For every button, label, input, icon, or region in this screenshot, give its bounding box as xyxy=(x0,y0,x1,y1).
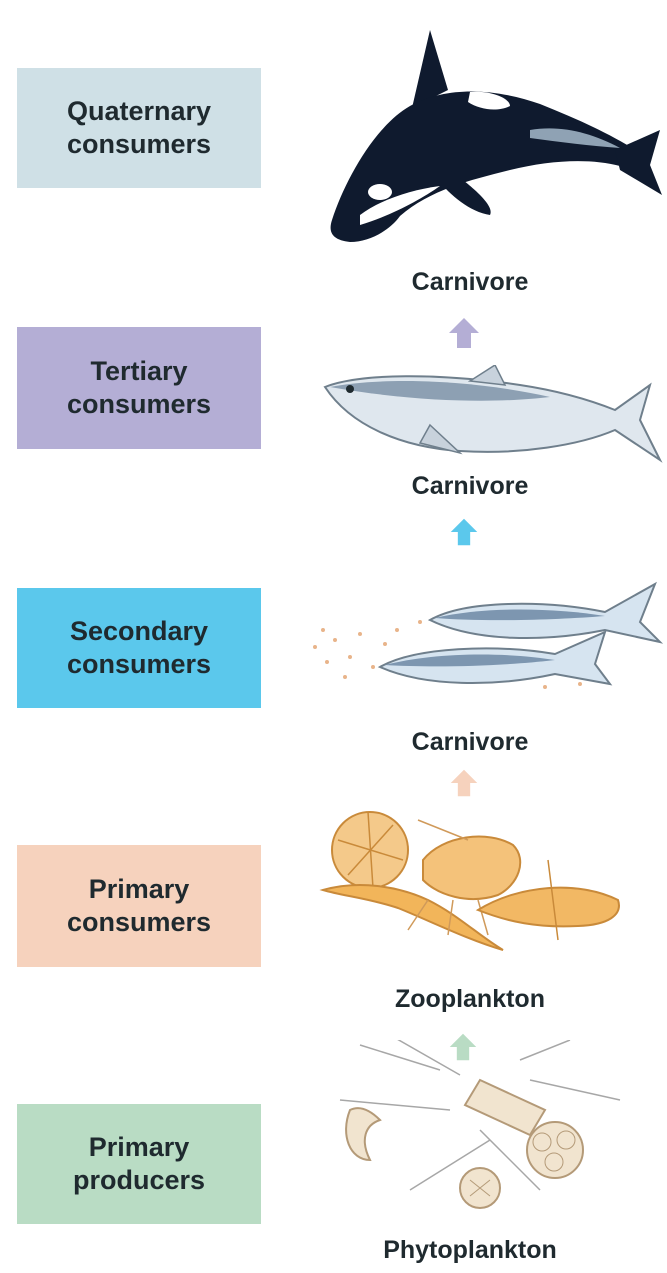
level-label-line1: Primary xyxy=(67,873,211,906)
level-label-line1: Tertiary xyxy=(67,355,211,388)
level-label-line2: producers xyxy=(73,1164,205,1197)
level-box-secondary-consumers: Secondary consumers xyxy=(17,588,261,708)
level-label-line1: Primary xyxy=(73,1131,205,1164)
phytoplankton-icon xyxy=(330,1040,630,1220)
level-box-primary-producers: Primary producers xyxy=(17,1104,261,1224)
zooplankton-icon xyxy=(318,800,633,960)
level-label-line1: Quaternary xyxy=(67,95,211,128)
up-arrow-icon xyxy=(449,768,479,798)
level-label-line2: consumers xyxy=(67,388,211,421)
level-label-line2: consumers xyxy=(67,906,211,939)
organism-label-zooplankton: Zooplankton xyxy=(320,985,620,1014)
up-arrow-icon xyxy=(447,316,481,350)
small-fish-icon xyxy=(305,572,665,702)
level-label-line2: consumers xyxy=(67,648,211,681)
organism-label-small-fish: Carnivore xyxy=(320,728,620,757)
up-arrow-icon xyxy=(447,517,481,547)
orca-icon xyxy=(320,20,665,255)
level-box-tertiary-consumers: Tertiary consumers xyxy=(17,327,261,449)
organism-label-tuna: Carnivore xyxy=(320,472,620,501)
organism-label-phytoplankton: Phytoplankton xyxy=(320,1236,620,1265)
level-box-primary-consumers: Primary consumers xyxy=(17,845,261,967)
level-label-line1: Secondary xyxy=(67,615,211,648)
organism-label-orca: Carnivore xyxy=(320,268,620,297)
level-label-line2: consumers xyxy=(67,128,211,161)
tuna-icon xyxy=(320,365,665,480)
level-box-quaternary-consumers: Quaternary consumers xyxy=(17,68,261,188)
